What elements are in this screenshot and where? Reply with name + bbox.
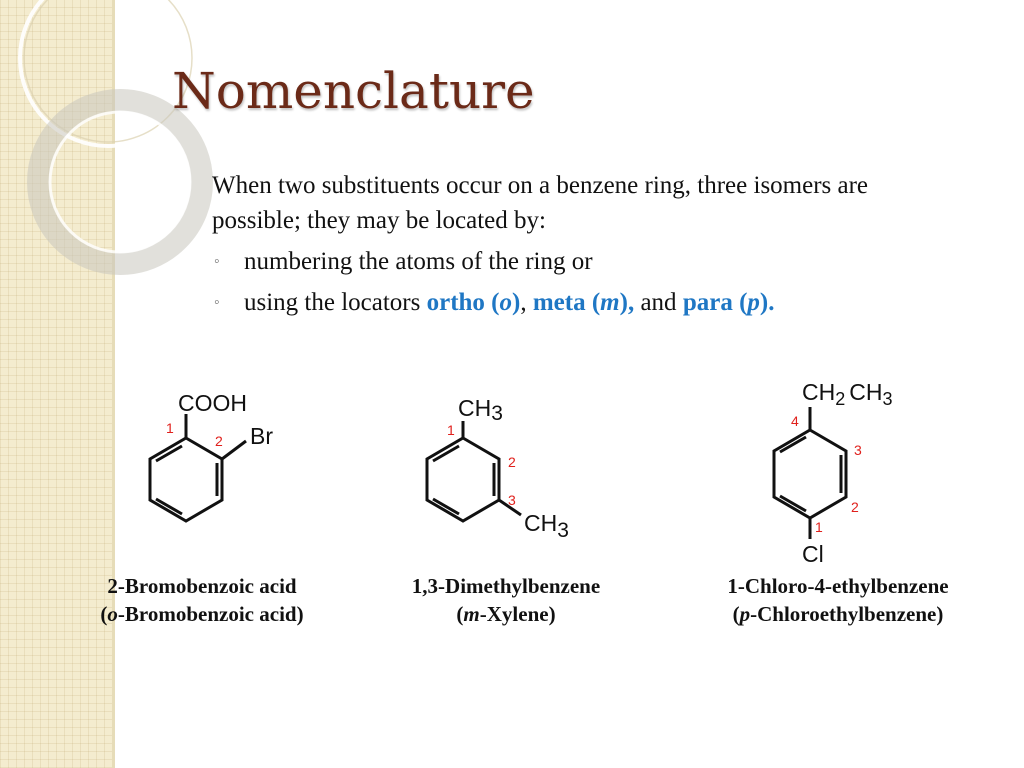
paren-open: (: [732, 602, 740, 626]
bullet-list: ◦ numbering the atoms of the ring or ◦ us…: [212, 244, 952, 320]
locant-1: 1: [166, 420, 174, 436]
ortho-label: ortho (: [426, 289, 500, 316]
benzene-ring: [772, 428, 848, 520]
ortho-close: ): [512, 289, 521, 316]
locator-letter: o: [107, 602, 118, 626]
locant-2: 2: [215, 433, 223, 449]
subscript-3: 3: [491, 402, 503, 425]
bond-br: [221, 439, 247, 461]
common-name: (p-Chloroethylbenzene): [670, 600, 1006, 628]
group-cooh: COOH: [178, 390, 247, 416]
bullet-text: using the locators: [244, 289, 427, 316]
locant-1: 1: [447, 422, 455, 438]
common-name: (m-Xylene): [356, 600, 656, 628]
intro-text: When two substituents occur on a benzene…: [212, 172, 869, 234]
group-ch3-top: CH3: [458, 395, 503, 425]
iupac-name: 2-Bromobenzoic acid: [107, 574, 297, 598]
subscript-2: 2: [835, 389, 845, 409]
locant-2: 2: [851, 499, 859, 515]
name-rest: -Xylene): [479, 602, 556, 626]
bullet-circle-icon: ◦: [214, 253, 220, 270]
decorative-circles: [18, 0, 213, 275]
para-label: para (: [682, 289, 748, 316]
group-ch3-side: CH3: [524, 510, 569, 542]
double-bond: [779, 494, 807, 513]
band-edge: [112, 0, 115, 768]
ortho-letter: o: [499, 289, 513, 316]
decor-circle-large: [18, 0, 198, 148]
molecule-name-dimethylbenzene: 1,3-Dimethylbenzene (m-Xylene): [356, 572, 656, 628]
ortho-term: ortho (o): [427, 289, 521, 316]
double-bond: [432, 444, 460, 463]
name-rest: -Bromobenzoic acid): [117, 602, 304, 626]
decor-circle-ring-inner: [48, 110, 192, 254]
page-title: Nomenclature: [172, 62, 535, 120]
bullet-item-locators: ◦ using the locators ortho (o), meta (m),…: [212, 285, 952, 320]
group-br: Br: [250, 423, 273, 449]
separator: and: [634, 289, 683, 316]
double-bond: [779, 435, 807, 454]
slide-content: When two substituents occur on a benzene…: [212, 168, 952, 326]
ch-text: CH: [524, 510, 557, 536]
locator-letter: p: [739, 602, 751, 626]
ch-text: CH: [849, 379, 882, 405]
bullet-item-numbering: ◦ numbering the atoms of the ring or: [212, 244, 952, 279]
locant-3: 3: [508, 492, 516, 508]
bullet-text: numbering the atoms of the ring or: [244, 248, 593, 275]
subscript-3: 3: [557, 519, 569, 542]
decor-circle-large-inner: [23, 0, 193, 143]
bullet-circle-icon: ◦: [214, 294, 220, 311]
double-bond: [432, 497, 460, 516]
subscript-3: 3: [882, 389, 892, 409]
common-name: (o-Bromobenzoic acid): [52, 600, 352, 628]
meta-term: meta (m),: [533, 289, 634, 316]
molecule-bromobenzoic-acid: [148, 414, 247, 523]
para-term: para (p).: [683, 289, 775, 316]
molecule-dimethylbenzene: [425, 421, 522, 523]
molecule-name-bromobenzoic: 2-Bromobenzoic acid (o-Bromobenzoic acid…: [52, 572, 352, 628]
meta-close: ),: [619, 289, 635, 316]
bond-ch3-side: [498, 498, 522, 517]
locant-4: 4: [791, 413, 799, 429]
separator: ,: [520, 289, 533, 316]
decor-circle-ring: [27, 89, 213, 275]
name-rest: -Chloroethylbenzene): [750, 602, 944, 626]
molecule-name-chloroethylbenzene: 1-Chloro-4-ethylbenzene (p-Chloroethylbe…: [670, 572, 1006, 628]
molecule-chloroethylbenzene: [772, 407, 848, 539]
group-cl: Cl: [802, 541, 824, 567]
meta-letter: m: [600, 289, 620, 316]
para-letter: p: [747, 289, 760, 316]
benzene-ring: [425, 436, 501, 523]
benzene-ring: [148, 436, 224, 523]
iupac-name: 1-Chloro-4-ethylbenzene: [727, 574, 949, 598]
double-bond: [155, 497, 183, 516]
locant-2: 2: [508, 454, 516, 470]
locant-3: 3: [854, 442, 862, 458]
paren-open: (: [456, 602, 464, 626]
iupac-name: 1,3-Dimethylbenzene: [411, 574, 601, 598]
locant-1: 1: [815, 519, 823, 535]
meta-label: meta (: [532, 289, 601, 316]
double-bond: [155, 444, 183, 463]
ch-text: CH: [802, 379, 835, 405]
paren-open: (: [100, 602, 108, 626]
para-close: ).: [759, 289, 775, 316]
locator-letter: m: [463, 602, 480, 626]
ch-text: CH: [458, 395, 491, 421]
